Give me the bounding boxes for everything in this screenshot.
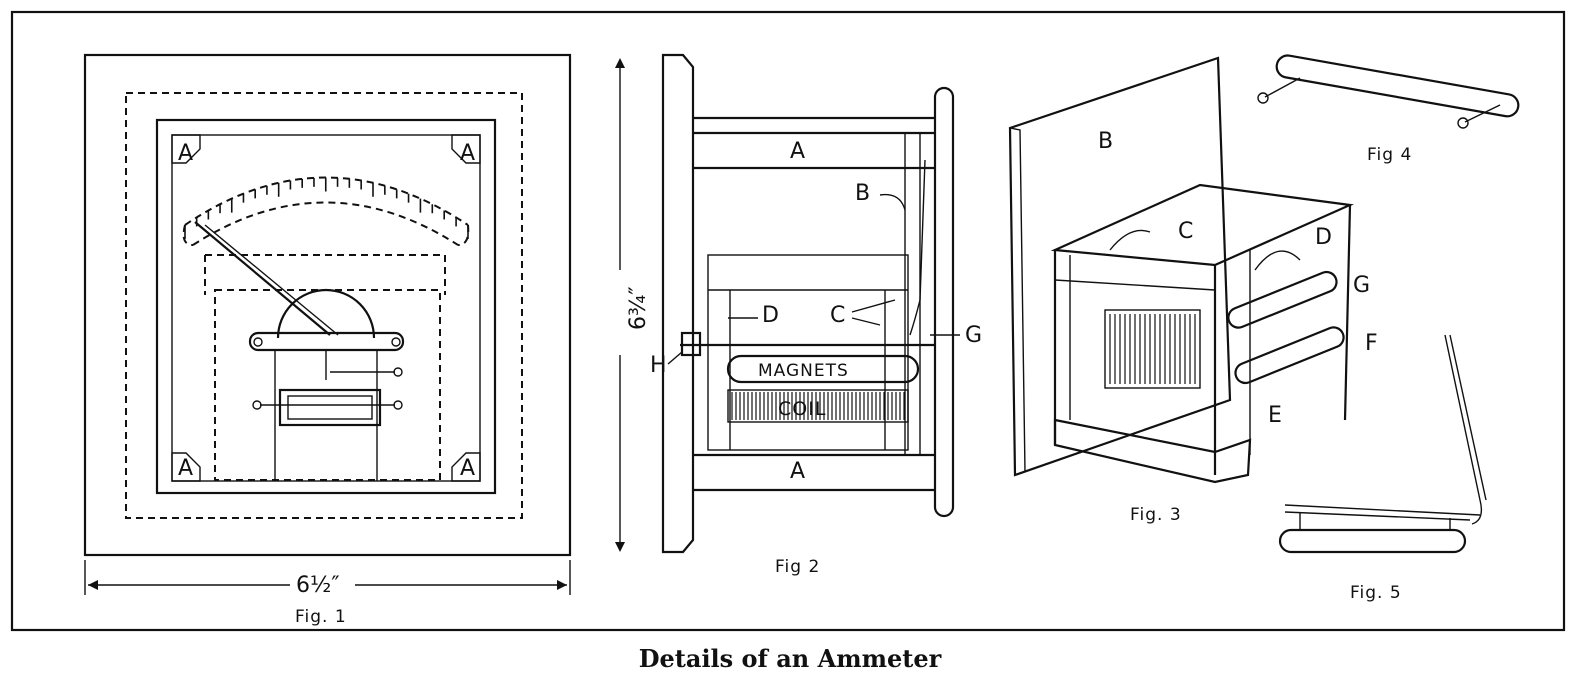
fig1-label: Fig. 1 bbox=[295, 607, 347, 627]
fig1-scale-ticks bbox=[184, 177, 469, 239]
fig3-coil bbox=[1104, 309, 1201, 389]
fig2-label-g: G bbox=[965, 323, 982, 348]
fig1-corner-label-br: A bbox=[460, 456, 475, 481]
fig2-coil-windings bbox=[731, 392, 905, 420]
fig3-label-c: C bbox=[1178, 219, 1193, 244]
fig2-coil-label: COIL bbox=[778, 398, 826, 420]
fig2-height-dimension: 6¾″ bbox=[626, 286, 651, 330]
fig1-window-outer bbox=[155, 118, 497, 495]
fig1-corner-label-tl: A bbox=[178, 141, 193, 166]
fig5-pointer-detail: Fig. 5 bbox=[1278, 334, 1487, 603]
fig3-strap-f bbox=[1234, 326, 1345, 385]
fig2-label-a-bottom: A bbox=[790, 459, 805, 484]
fig3-label-e: E bbox=[1268, 403, 1282, 428]
figure-caption: Details of an Ammeter bbox=[638, 644, 942, 673]
fig4-strap-detail: Fig 4 bbox=[1257, 54, 1520, 165]
fig2-label-d: D bbox=[762, 303, 779, 328]
fig4-magnet-bar bbox=[1275, 54, 1520, 118]
fig3-frame-bottom bbox=[1053, 418, 1252, 484]
fig1-width-dimension: 6½″ bbox=[296, 573, 340, 598]
fig1-corner-block-br bbox=[451, 452, 481, 482]
fig5-label: Fig. 5 bbox=[1350, 583, 1402, 603]
fig1-scale-arc-inner bbox=[192, 201, 459, 246]
fig1-panel bbox=[83, 53, 572, 557]
outer-frame bbox=[10, 10, 1566, 632]
fig1-corner-label-bl: A bbox=[178, 456, 193, 481]
fig4-label: Fig 4 bbox=[1367, 145, 1412, 165]
fig1-coil-block bbox=[278, 388, 382, 427]
fig2-label-c: C bbox=[830, 303, 845, 328]
fig2-label-a-top: A bbox=[790, 139, 805, 164]
fig2-back-plate bbox=[933, 86, 955, 518]
fig1-corner-block-bl bbox=[171, 452, 201, 482]
fig1-pointer-needle bbox=[194, 221, 331, 336]
fig3-label-d: D bbox=[1315, 225, 1332, 250]
fig2-label-h: H bbox=[650, 353, 667, 378]
fig2-coil bbox=[727, 389, 909, 423]
fig3-label-f: F bbox=[1365, 331, 1378, 356]
fig2-magnets bbox=[726, 354, 920, 384]
fig5-pointer bbox=[1444, 334, 1483, 525]
fig1-strap bbox=[248, 331, 405, 352]
fig2-label-b: B bbox=[855, 181, 870, 206]
fig1-corner-block-tr bbox=[451, 134, 481, 164]
fig2-pointer bbox=[909, 159, 926, 336]
fig3-back-plate bbox=[1008, 56, 1232, 477]
fig3-frame-top bbox=[1050, 183, 1355, 267]
fig1-pivot-disc bbox=[276, 288, 376, 339]
fig3-coil-windings bbox=[1109, 314, 1196, 384]
fig1-corner-block-tl bbox=[171, 134, 201, 164]
fig3-label-g: G bbox=[1353, 273, 1370, 298]
fig2-terminal-h bbox=[680, 331, 702, 357]
fig5-magnet-bar bbox=[1278, 528, 1467, 554]
fig3-label-b: B bbox=[1098, 129, 1113, 154]
fig2-frame bbox=[707, 254, 909, 451]
fig2-side-view: 6¾″ A A MAGNETS COIL H D C B G Fig 2 bbox=[615, 53, 982, 577]
fig2-front-panel bbox=[661, 53, 695, 554]
fig2-label: Fig 2 bbox=[775, 557, 820, 577]
fig2-magnets-label: MAGNETS bbox=[758, 361, 849, 381]
fig1-housing-dashed bbox=[205, 254, 446, 295]
fig1-corner-label-tr: A bbox=[460, 141, 475, 166]
fig3-perspective-view: B C D G F E Fig. 3 bbox=[1008, 56, 1378, 525]
fig3-label: Fig. 3 bbox=[1130, 505, 1182, 525]
fig3-strap-g bbox=[1227, 270, 1338, 329]
fig1-dashed-outline bbox=[125, 92, 523, 519]
fig1-front-view: A A A A 6½″ Fig. 1 bbox=[83, 53, 572, 627]
